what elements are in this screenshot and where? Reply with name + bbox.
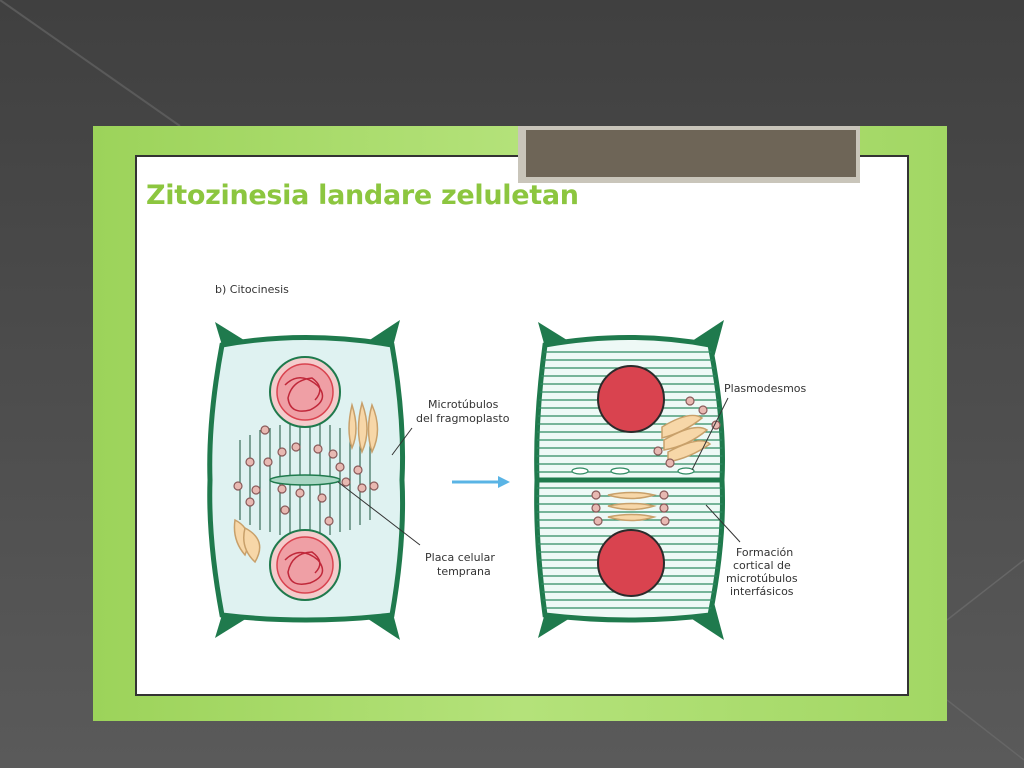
- slide-title: Zitozinesia landare zeluletan: [146, 180, 579, 211]
- cytokinesis-diagram: b) Citocinesis: [207, 283, 807, 640]
- golgi: [607, 414, 712, 522]
- label-leader: [705, 504, 741, 543]
- label-plasmodesmos: Plasmodesmos: [724, 382, 807, 395]
- label-leader: [337, 481, 421, 546]
- label-formacion-1: Formación: [736, 546, 793, 559]
- nucleus: [597, 529, 665, 597]
- label-formacion-3: microtúbulos: [726, 572, 798, 585]
- arrow: [452, 476, 510, 488]
- label-leader: [391, 427, 413, 456]
- label-formacion-2: cortical de: [733, 559, 791, 572]
- diagram-subtitle: b) Citocinesis: [215, 283, 289, 296]
- label-formacion-4: interfásicos: [730, 585, 794, 598]
- label-microtubulos-1: Microtúbulos: [428, 398, 499, 411]
- early-cell-plate: [269, 474, 341, 486]
- label-placa-2: temprana: [437, 565, 491, 578]
- nucleus: [597, 365, 665, 433]
- label-microtubulos-2: del fragmoplasto: [416, 412, 510, 425]
- label-placa-1: Placa celular: [425, 551, 495, 564]
- cell-early: [207, 320, 421, 640]
- cell-plate-vesicles: [571, 467, 695, 475]
- vesicles: [233, 425, 379, 526]
- title-placeholder-box: [518, 126, 860, 183]
- cell-divided: [534, 320, 741, 640]
- vesicles: [591, 396, 721, 526]
- golgi: [233, 400, 379, 564]
- label-leader: [691, 397, 729, 471]
